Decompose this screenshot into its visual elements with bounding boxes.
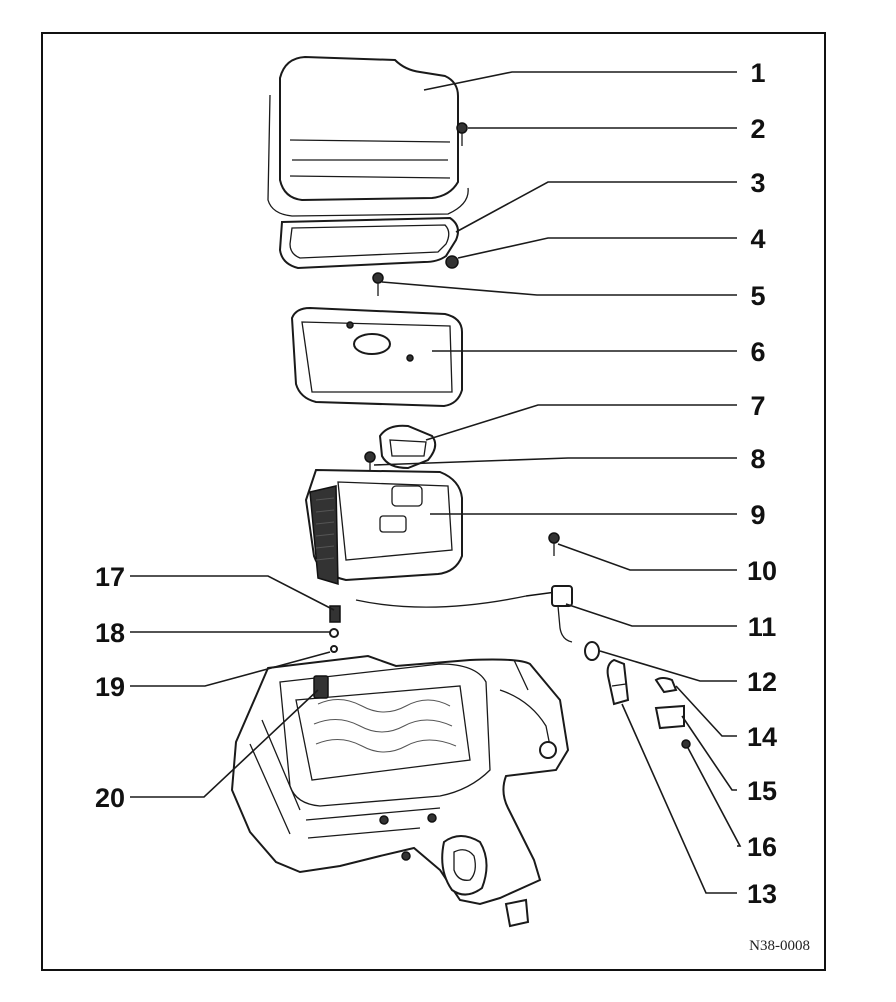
transmission-housing-part [230, 654, 570, 928]
callout-13: 13 [747, 879, 777, 909]
diagram-frame [41, 32, 826, 971]
callout-7: 7 [750, 391, 765, 421]
leader-lines [130, 71, 742, 894]
clip-part [654, 677, 678, 694]
sensor-part [525, 585, 573, 643]
callout-labels: 1 2 3 4 5 6 7 8 9 10 11 12 14 15 16 13 1… [95, 58, 777, 909]
connector-part [606, 658, 630, 706]
bolt-part-10 [548, 532, 560, 556]
strainer-seal-part [378, 424, 437, 470]
nut-part [681, 739, 691, 749]
valve-body-part [304, 468, 463, 586]
callout-14: 14 [747, 722, 777, 752]
callout-16: 16 [747, 832, 777, 862]
bolt-part-5 [372, 272, 384, 296]
callout-1: 1 [750, 58, 765, 88]
callout-8: 8 [750, 444, 765, 474]
drain-plug-part [445, 255, 459, 269]
o-ring-part-19 [330, 645, 338, 653]
callout-2: 2 [750, 114, 765, 144]
callout-17: 17 [95, 562, 125, 592]
callout-15: 15 [747, 776, 777, 806]
callout-5: 5 [750, 281, 765, 311]
pan-gasket-part [278, 216, 459, 270]
bolt-part-2 [456, 122, 468, 146]
callout-4: 4 [750, 224, 765, 254]
callout-20: 20 [95, 783, 125, 813]
callout-9: 9 [750, 500, 765, 530]
callout-19: 19 [95, 672, 125, 702]
callout-11: 11 [748, 612, 777, 642]
callout-12: 12 [747, 667, 777, 697]
bracket-part [654, 704, 685, 730]
callout-10: 10 [747, 556, 777, 586]
reference-code: N38-0008 [749, 938, 810, 954]
callout-3: 3 [750, 168, 765, 198]
oil-pan-part [267, 55, 469, 217]
callout-6: 6 [750, 337, 765, 367]
oil-strainer-part [290, 306, 463, 408]
screw-part-17 [329, 605, 341, 623]
seal-ring-part-18 [329, 628, 339, 638]
o-ring-part-12 [584, 641, 600, 661]
assembly-guide-line [355, 595, 527, 608]
callout-18: 18 [95, 618, 125, 648]
